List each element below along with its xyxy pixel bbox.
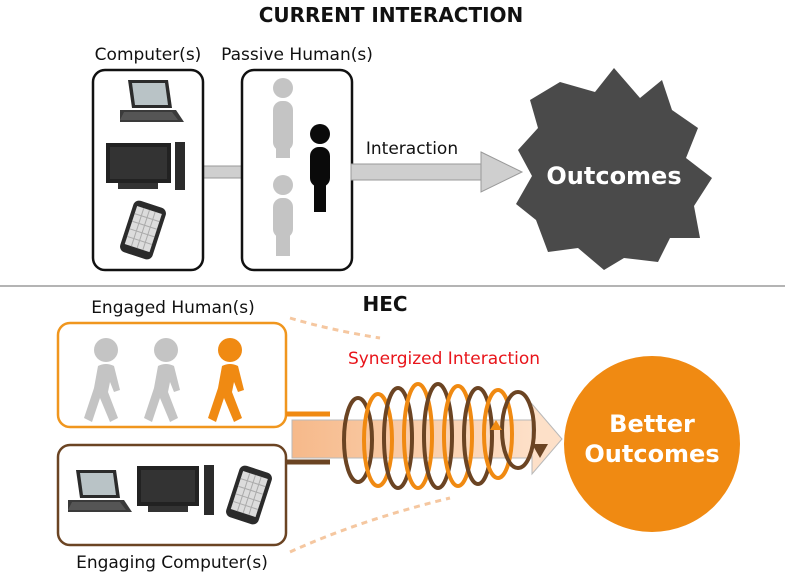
- hec-title: HEC: [362, 292, 407, 316]
- passive-humans-label: Passive Human(s): [221, 45, 373, 65]
- computers-box: [91, 68, 205, 272]
- interaction-label: Interaction: [366, 139, 458, 159]
- engaging-computers-box: [56, 443, 288, 547]
- better-outcomes-line2: Outcomes: [584, 440, 719, 468]
- spiral-arrowhead-icon: [532, 444, 548, 458]
- passive-human-icon: [273, 78, 293, 158]
- better-outcomes-line1: Better: [609, 410, 695, 438]
- spiral-arrowhead-icon: [490, 420, 502, 430]
- engaged-humans-label: Engaged Human(s): [91, 298, 255, 318]
- better-outcomes-circle: [564, 356, 740, 532]
- dashed-flow-bottom: [289, 496, 451, 554]
- current-interaction-title: CURRENT INTERACTION: [259, 3, 524, 27]
- engaging-computers-label: Engaging Computer(s): [76, 553, 268, 573]
- outcomes-blob: [516, 68, 712, 270]
- engaged-humans-box: [56, 321, 288, 429]
- dashed-flow-top: [289, 316, 381, 340]
- active-human-icon: [310, 124, 330, 212]
- outcomes-label: Outcomes: [546, 162, 681, 190]
- synergized-interaction-label: Synergized Interaction: [348, 349, 540, 369]
- desktop-icon: [106, 142, 185, 190]
- interaction-spiral: [342, 382, 536, 490]
- passive-humans-box: [240, 68, 354, 272]
- passive-human-icon: [273, 175, 293, 256]
- computers-label: Computer(s): [95, 45, 202, 65]
- interaction-arrow: [350, 151, 524, 193]
- desktop-icon: [137, 465, 214, 515]
- connector-bar: [201, 165, 245, 179]
